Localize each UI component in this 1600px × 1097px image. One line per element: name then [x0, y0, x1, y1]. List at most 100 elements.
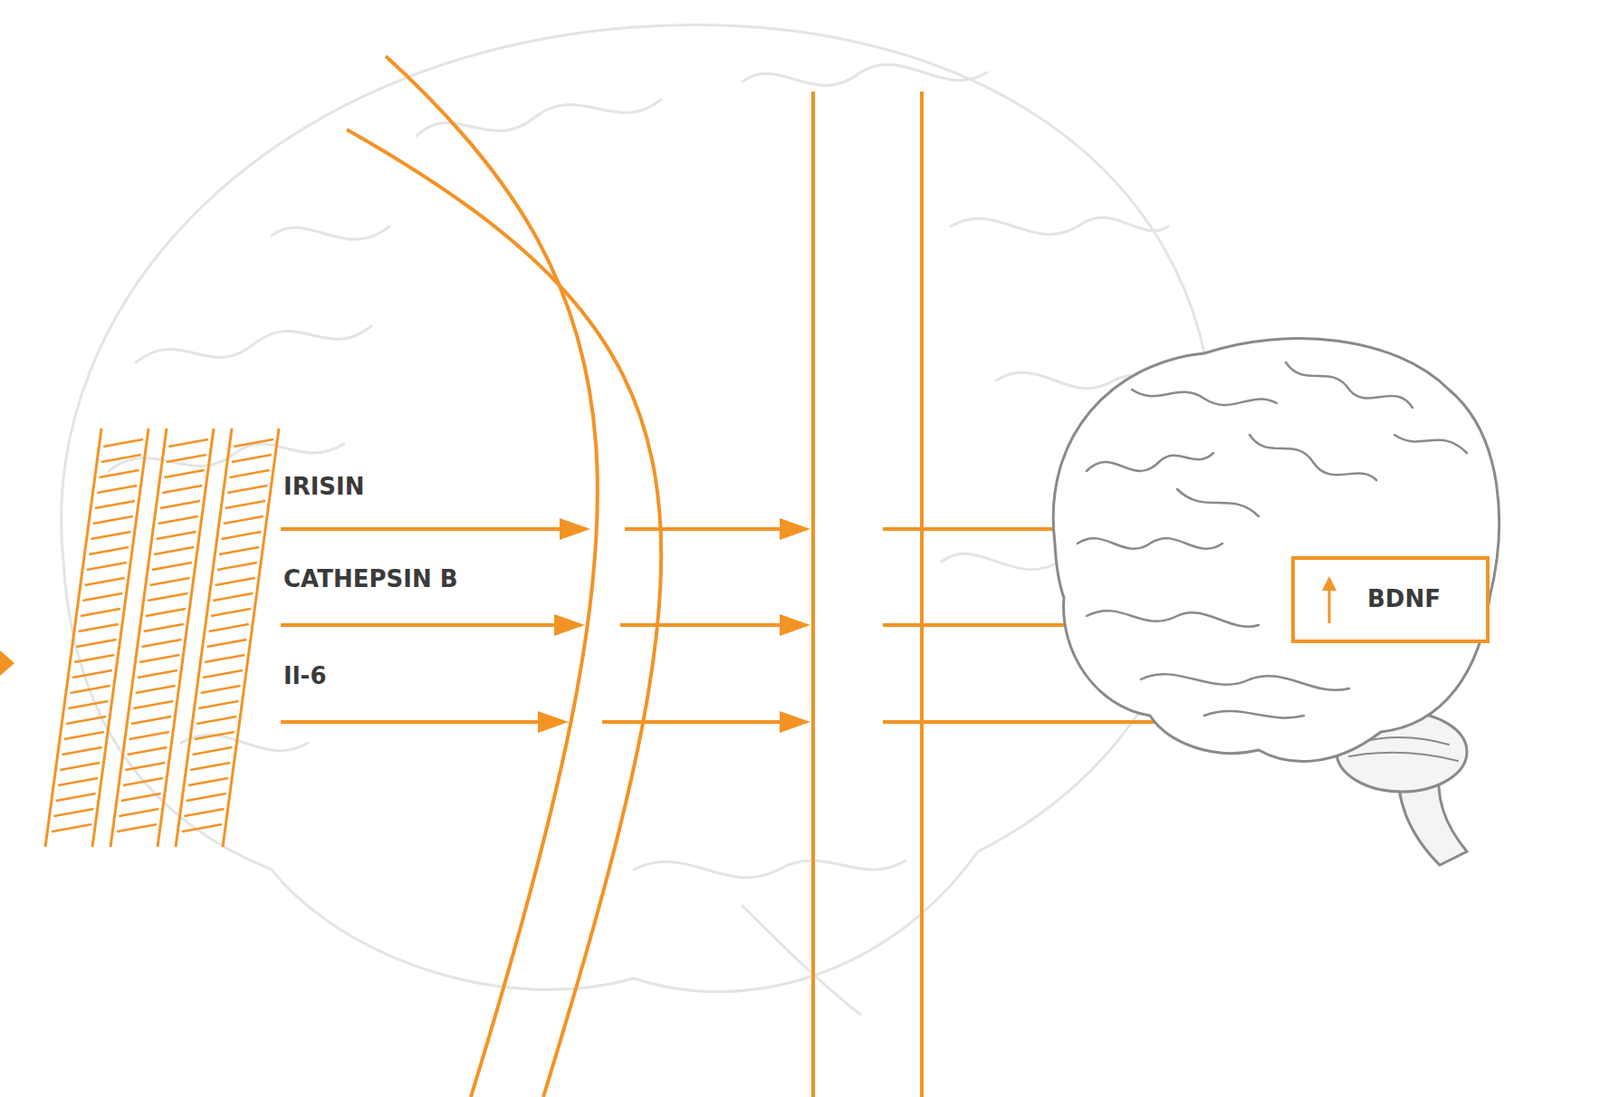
fiber-striation — [95, 500, 135, 508]
fiber-striation — [53, 808, 94, 816]
fiber-striation — [66, 716, 106, 724]
fiber-striation — [164, 469, 205, 478]
fiber-striation — [101, 454, 142, 462]
fiber-striation — [124, 762, 165, 770]
fiber-striation — [191, 747, 232, 755]
fiber-striation — [85, 577, 125, 585]
fiber-striation — [152, 562, 192, 570]
fiber-striation — [188, 777, 229, 786]
fiber-striation — [160, 500, 201, 508]
fiber-striation — [150, 577, 191, 585]
fiber-striation — [186, 793, 227, 801]
fiber-striation — [145, 608, 186, 616]
fiber-striation — [210, 608, 251, 616]
fiber-striation — [78, 623, 119, 632]
fiber-edge — [110, 428, 167, 847]
fiber-striation — [56, 793, 96, 801]
arrow-shaft — [280, 526, 564, 531]
fiber-edge — [222, 428, 279, 847]
fiber-striation — [155, 531, 196, 539]
fiber-striation — [223, 516, 264, 524]
fiber-striation — [220, 531, 261, 539]
fiber-striation — [103, 439, 144, 447]
fiber-striation — [61, 747, 102, 755]
fiber-striation — [147, 593, 188, 601]
fiber-striation — [153, 546, 194, 555]
fiber-striation — [217, 562, 258, 570]
fiber-striation — [196, 716, 237, 724]
fiber-striation — [116, 823, 157, 832]
fiber-striation — [215, 577, 256, 585]
fiber-striation — [139, 654, 180, 662]
fiber-striation — [67, 700, 108, 709]
fiber-edge — [45, 428, 102, 847]
arrow-shaft — [624, 526, 784, 531]
fiber-striation — [51, 823, 92, 832]
fiber-striation — [137, 670, 178, 678]
fiber-striation — [76, 639, 116, 647]
fiber-striation — [198, 700, 239, 709]
fiber-striation — [204, 654, 245, 662]
arrow-head — [554, 613, 585, 636]
fiber-striation — [183, 808, 224, 816]
entry-arrowhead — [0, 650, 15, 676]
fiber-striation — [86, 562, 127, 570]
arrow-shaft — [882, 526, 1081, 531]
fiber-striation — [158, 516, 199, 524]
muscle-fibers — [45, 428, 279, 847]
fiber-striation — [131, 716, 172, 724]
bdnf-box: BDNF — [1291, 555, 1490, 643]
fiber-striation — [201, 685, 241, 693]
fiber-edge — [157, 428, 214, 847]
arrow-head — [779, 517, 811, 540]
fiber-striation — [90, 531, 131, 539]
fiber-striation — [219, 546, 259, 555]
fiber-striation — [118, 808, 159, 816]
arrow-shaft — [280, 719, 542, 724]
fiber-striation — [96, 485, 137, 493]
fiber-striation — [209, 623, 250, 632]
fiber-striation — [227, 485, 268, 493]
arrow-head — [779, 710, 811, 733]
fiber-striation — [59, 762, 100, 770]
fiber-striation — [99, 469, 140, 478]
arrow-head — [559, 517, 591, 540]
fiber-edge — [92, 428, 149, 847]
fiber-striation — [229, 469, 270, 478]
fiber-striation — [225, 500, 266, 508]
secreted-factor-label: CATHEPSIN B — [283, 565, 459, 594]
fiber-striation — [121, 793, 162, 801]
fiber-striation — [194, 731, 235, 739]
secreted-factor-label: Il-6 — [283, 661, 326, 690]
fiber-striation — [182, 823, 222, 832]
fiber-striation — [72, 670, 113, 678]
arrow-shaft — [280, 622, 558, 627]
arrow-shaft — [620, 622, 784, 627]
increase-arrow — [1320, 574, 1339, 625]
arrow-head — [537, 710, 569, 733]
secreted-factor-label: IRISIN — [283, 472, 365, 501]
fiber-striation — [166, 454, 207, 462]
node-text: BDNF — [1367, 584, 1441, 614]
fiber-striation — [82, 593, 123, 601]
fiber-striation — [206, 639, 247, 647]
fiber-striation — [212, 593, 253, 601]
fiber-striation — [129, 731, 170, 739]
fiber-striation — [88, 546, 129, 555]
fiber-striation — [141, 639, 182, 647]
fiber-striation — [135, 685, 176, 693]
fiber-striation — [233, 439, 274, 447]
fiber-edge — [175, 428, 232, 847]
fiber-striation — [133, 700, 173, 709]
fiber-striation — [202, 670, 243, 678]
arrow-head — [779, 613, 811, 636]
fiber-striation — [162, 485, 202, 493]
fiber-striation — [80, 608, 121, 616]
fiber-striation — [231, 454, 272, 462]
fiber-striation — [93, 516, 134, 524]
fiber-striation — [168, 439, 209, 447]
fiber-striation — [57, 777, 98, 786]
fiber-striation — [64, 731, 105, 739]
